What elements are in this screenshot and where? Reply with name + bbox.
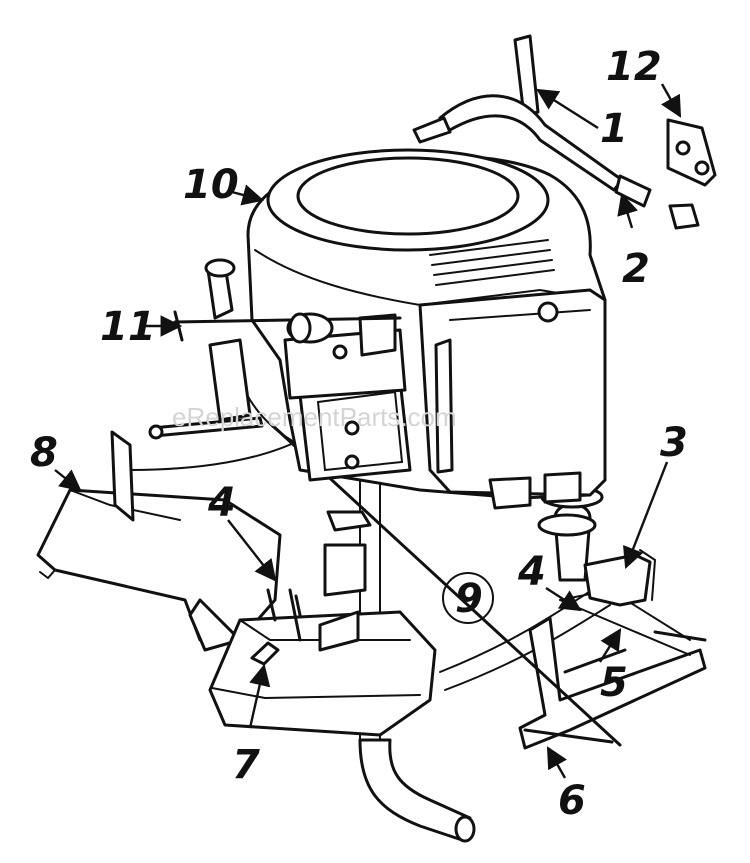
callout-12: 12 — [606, 44, 662, 90]
bracket-part-8 — [36, 430, 282, 652]
mount-part-3 — [537, 485, 657, 607]
callout-leaders — [54, 83, 682, 779]
clamp-part-12 — [666, 118, 717, 187]
watermark-text: eReplacementParts.com — [172, 402, 457, 432]
exhaust-pipe — [358, 738, 476, 843]
callout-11: 11 — [100, 304, 156, 350]
callout-10: 10 — [183, 162, 239, 208]
engine-part-10 — [246, 148, 607, 510]
callout-4-left: 4 — [207, 480, 236, 526]
muffler-part-7 — [208, 510, 437, 737]
callout-9-ring — [442, 572, 494, 624]
callout-9: 9 — [455, 576, 483, 622]
carburetor — [204, 258, 412, 482]
fuel-line-part-1 — [412, 34, 700, 230]
callout-5: 5 — [600, 660, 628, 706]
callout-1: 1 — [600, 106, 628, 152]
callout-2: 2 — [622, 246, 650, 292]
callout-3: 3 — [660, 420, 688, 466]
callout-4-right: 4 — [517, 549, 546, 595]
callout-7: 7 — [232, 742, 260, 788]
callout-6: 6 — [558, 778, 586, 824]
callout-8: 8 — [30, 430, 58, 476]
